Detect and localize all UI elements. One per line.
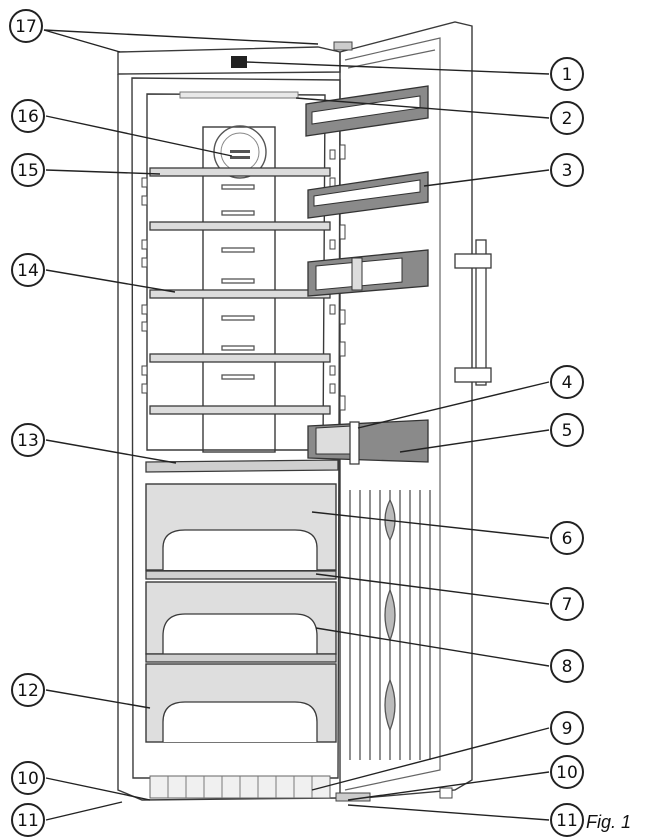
interior-light bbox=[179, 91, 299, 99]
callout-17: 17 bbox=[9, 9, 43, 43]
callout-2-label: 2 bbox=[562, 109, 573, 129]
callout-9-label: 9 bbox=[562, 719, 573, 739]
callout-14-label: 14 bbox=[17, 261, 39, 281]
door-evaporator-fins bbox=[349, 490, 431, 760]
door-inner-edge bbox=[344, 37, 441, 791]
callout-11-right: 11 bbox=[550, 803, 584, 837]
callout-14: 14 bbox=[11, 253, 45, 287]
callout-10-right-label: 10 bbox=[556, 763, 578, 783]
callout-10-left: 10 bbox=[11, 761, 45, 795]
callout-10-left-label: 10 bbox=[17, 769, 39, 789]
shelf-2 bbox=[149, 221, 331, 231]
shelf-4 bbox=[149, 353, 331, 363]
door-bin-3 bbox=[307, 249, 429, 297]
callout-2: 2 bbox=[550, 101, 584, 135]
control-display bbox=[231, 56, 247, 68]
callout-17-label: 17 bbox=[15, 17, 37, 37]
drawer-2 bbox=[145, 581, 337, 655]
foot-right bbox=[439, 787, 453, 799]
shelf-supports-right bbox=[329, 149, 336, 394]
callout-15-label: 15 bbox=[17, 161, 39, 181]
callout-12: 12 bbox=[11, 673, 45, 707]
callout-5-label: 5 bbox=[562, 421, 573, 441]
callout-12-label: 12 bbox=[17, 681, 39, 701]
figure-caption: Fig. 1 bbox=[586, 812, 632, 832]
leader-lines bbox=[43, 29, 550, 821]
shelf-3 bbox=[149, 289, 331, 299]
callout-1: 1 bbox=[550, 57, 584, 91]
callout-4-label: 4 bbox=[562, 373, 573, 393]
callout-1-label: 1 bbox=[562, 65, 573, 85]
callout-13-label: 13 bbox=[17, 431, 39, 451]
door-bin-4 bbox=[307, 419, 429, 465]
drawer-3 bbox=[145, 663, 337, 743]
inner-liner bbox=[131, 77, 341, 779]
drawer-1 bbox=[145, 483, 337, 571]
callout-16: 16 bbox=[11, 99, 45, 133]
callout-11-right-label: 11 bbox=[556, 811, 578, 831]
shelf-1 bbox=[149, 167, 331, 177]
callout-15: 15 bbox=[11, 153, 45, 187]
callout-8-label: 8 bbox=[562, 657, 573, 677]
callout-13: 13 bbox=[11, 423, 45, 457]
door-handle bbox=[454, 239, 492, 386]
callout-7: 7 bbox=[550, 587, 584, 621]
inner-liner-back bbox=[146, 93, 326, 451]
top-cover bbox=[117, 46, 341, 75]
callout-10-right: 10 bbox=[550, 755, 584, 789]
callout-4: 4 bbox=[550, 365, 584, 399]
back-panel-slots bbox=[221, 184, 255, 380]
callout-6-label: 6 bbox=[562, 529, 573, 549]
callout-6: 6 bbox=[550, 521, 584, 555]
callout-3: 3 bbox=[550, 153, 584, 187]
ventilation-grille bbox=[149, 775, 331, 799]
bin-divider bbox=[349, 421, 360, 465]
callout-7-label: 7 bbox=[562, 595, 573, 615]
glass-divider bbox=[145, 459, 339, 473]
callout-11-left: 11 bbox=[11, 803, 45, 837]
door-bin-2 bbox=[307, 171, 429, 219]
callout-8: 8 bbox=[550, 649, 584, 683]
door-hinge-top bbox=[333, 41, 353, 51]
cabinet bbox=[117, 46, 341, 801]
callout-16-label: 16 bbox=[17, 107, 39, 127]
door-bin-1 bbox=[305, 85, 429, 137]
callout-5: 5 bbox=[550, 413, 584, 447]
shelf-supports-left bbox=[141, 177, 148, 394]
shelf-5 bbox=[149, 405, 331, 415]
callout-11-left-label: 11 bbox=[17, 811, 39, 831]
drawer-divider-2 bbox=[145, 653, 337, 663]
door bbox=[305, 21, 492, 802]
cabinet-left-wall bbox=[117, 74, 339, 801]
callout-3-label: 3 bbox=[562, 161, 573, 181]
drawer-divider-1 bbox=[145, 570, 337, 580]
callout-9: 9 bbox=[550, 711, 584, 745]
